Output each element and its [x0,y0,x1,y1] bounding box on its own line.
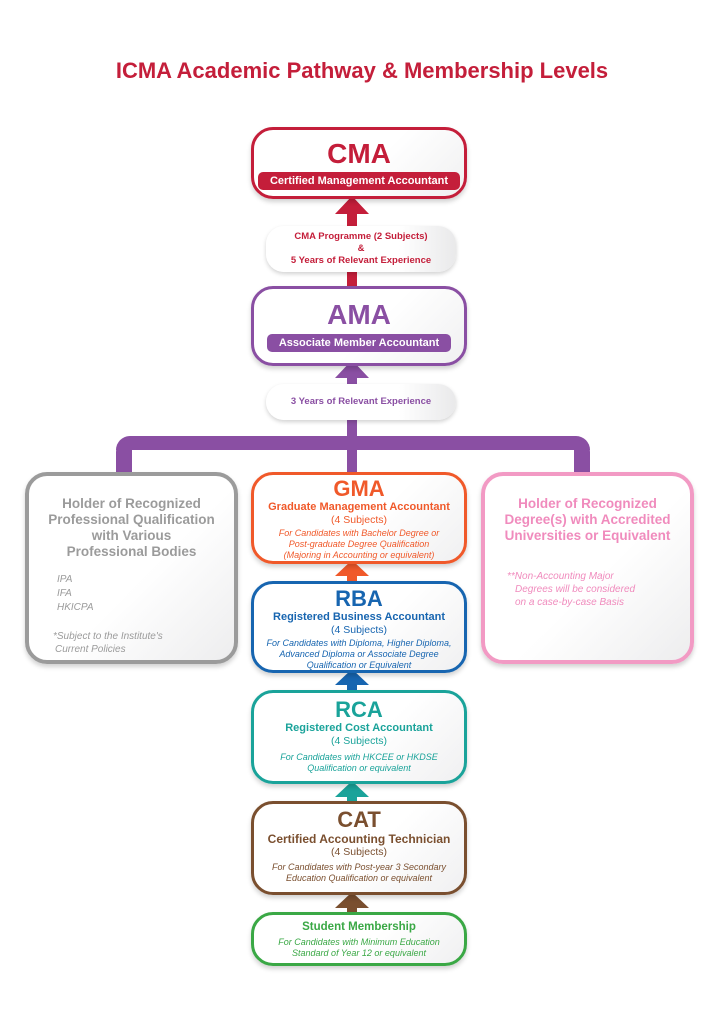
rca-name: Registered Cost Accountant [285,722,433,734]
cma-req-line1: CMA Programme (2 Subjects) [294,231,428,242]
right-title-line2: Degree(s) with Accredited [504,512,671,527]
ama-connector [347,376,357,388]
cat-abbr: CAT [337,807,381,832]
ama-box: AMA Associate Member Accountant [251,286,467,366]
rca-subjects: (4 Subjects) [330,735,388,747]
cat-desc-line1: For Candidates with Post-year 3 Secondar… [271,862,447,872]
ama-req-line1: 3 Years of Relevant Experience [290,396,432,407]
cma-req-line3: 5 Years of Relevant Experience [290,255,432,266]
gma-arrow-icon [335,560,369,576]
ama-requirement-bubble: 3 Years of Relevant Experience [266,384,456,420]
gma-connector [347,575,357,583]
rba-subjects: (4 Subjects) [330,624,388,636]
cat-box: CAT Certified Accounting Technician (4 S… [251,801,467,895]
rba-abbr: RBA [335,586,383,611]
student-membership-box: Student Membership For Candidates with M… [251,912,467,966]
right-title-line1: Holder of Recognized [518,496,657,511]
branch-center-leg [347,440,357,472]
cma-connector-lower [347,268,357,288]
cat-name: Certified Accounting Technician [267,832,451,846]
professional-qualification-box: Holder of Recognized Professional Qualif… [25,472,238,664]
page-title: ICMA Academic Pathway & Membership Level… [115,58,609,83]
cma-abbr: CMA [327,138,391,169]
body-item-ipa: IPA [57,574,73,585]
student-name: Student Membership [302,921,416,933]
rca-arrow-icon [335,781,369,797]
left-title-line3: with Various [91,528,172,543]
right-note-line3: on a case-by-case Basis [515,597,624,608]
right-note-line1: **Non-Accounting Major [507,571,614,582]
gma-name: Graduate Management Accountant [268,501,450,513]
rca-abbr: RCA [335,697,383,722]
body-item-ifa: IFA [57,588,72,599]
ama-connector-lower [347,418,357,442]
rca-connector [347,796,357,804]
student-desc-line1: For Candidates with Minimum Education [278,937,440,947]
branch-right-leg [574,440,590,472]
cma-box: CMA Certified Management Accountant [251,127,467,199]
left-title-line4: Professional Bodies [66,544,197,559]
branch-left-leg [116,440,132,472]
ama-name-pill: Associate Member Accountant [266,334,452,352]
rba-desc-line2: Advanced Diploma or Associate Degree [279,649,439,659]
cma-requirement-bubble: CMA Programme (2 Subjects) & 5 Years of … [266,226,456,272]
cma-connector [347,214,357,230]
rba-desc-line3: Qualification or Equivalent [306,660,412,670]
right-title-line3: Universities or Equivalent [504,528,671,543]
rba-desc-line1: For Candidates with Diploma, Higher Dipl… [266,638,452,648]
rca-desc-line2: Qualification or equivalent [307,763,411,773]
gma-desc-line2: Post-graduate Degree Qualification [288,539,430,549]
left-title-line2: Professional Qualification [48,512,215,527]
cma-req-line2: & [357,243,365,254]
cma-arrow-icon [335,196,369,214]
left-note-line2: Current Policies [55,644,126,655]
gma-subjects: (4 Subjects) [330,514,388,526]
ama-abbr: AMA [327,299,391,330]
left-note-line1: *Subject to the Institute's [53,631,163,642]
rba-connector [347,684,357,692]
left-title-line1: Holder of Recognized [62,496,201,511]
cat-subjects: (4 Subjects) [330,846,388,858]
recognized-degree-box: Holder of Recognized Degree(s) with Accr… [481,472,694,664]
gma-desc-line3: (Majoring in Accounting or equivalent) [283,550,435,560]
cma-name-pill: Certified Management Accountant [257,172,461,190]
rba-box: RBA Registered Business Accountant (4 Su… [251,581,467,673]
gma-box: GMA Graduate Management Accountant (4 Su… [251,472,467,564]
cat-desc-line2: Education Qualification or equivalent [285,873,433,883]
rca-box: RCA Registered Cost Accountant (4 Subjec… [251,690,467,784]
body-item-hkicpa: HKICPA [57,602,94,613]
rba-arrow-icon [335,669,369,685]
right-note-line2: Degrees will be considered [515,584,636,595]
cat-arrow-icon [335,892,369,908]
student-desc-line2: Standard of Year 12 or equivalent [292,948,426,958]
rba-name: Registered Business Accountant [273,611,445,623]
gma-desc-line1: For Candidates with Bachelor Degree or [278,528,440,538]
rca-desc-line1: For Candidates with HKCEE or HKDSE [280,752,438,762]
gma-abbr: GMA [333,476,385,501]
cat-connector [347,907,357,915]
